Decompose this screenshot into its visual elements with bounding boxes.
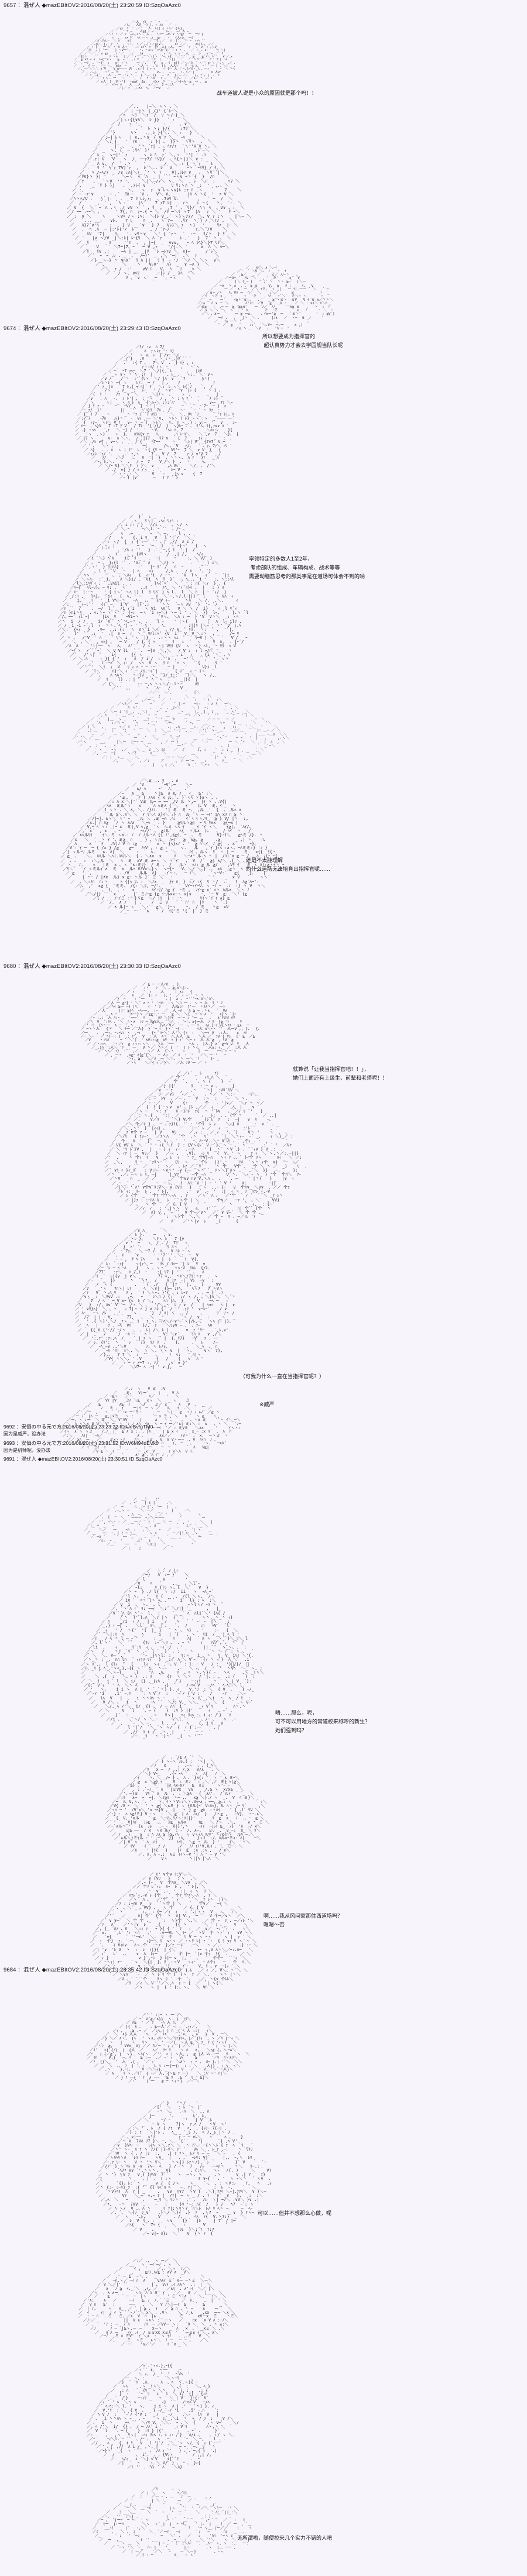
- ascii-art-block: ／ ＿ﾐ ﾐ' ／ 、ｰ` | ﾐ | .＼ ／ ─ ﾊ |ｰ |´. 'ー |…: [84, 1497, 217, 1551]
- dialogue-text: 可以……但并不想那么心做，呢: [258, 2209, 331, 2218]
- dialogue-text: ※威严: [259, 1400, 275, 1409]
- ascii-art-block: ／ } '丶/ ' ／{' ＼ : ﾚ ´ヽ |´ ／ ─丶 ＼、 .ｰﾊ ＼ …: [95, 2100, 272, 2236]
- reply-body: 因为是威严，没办法: [4, 1431, 46, 1437]
- ascii-art-block: ／ ／ｨ´ _ ﾚ ｧﾘ ／ 个`ﾞ ｨﾊ,ﾊ ＼ ` ／ 个 `. ´、ヽ {…: [104, 1070, 307, 1224]
- dialogue-text: （可我为什么一直在当指挥官呢？）: [240, 1372, 324, 1381]
- ascii-art-block: ／＼ミ ,. ﾘ 、∧ ／ 'V `ｰV`,─ ＼ｰ ／ ∧/ ﾍ ｰ' ﾉ、 …: [60, 778, 285, 913]
- ascii-art-block: ／ 、´/≧ ∧ ´' ＼ ／ } ヽ─ヽ´ル,{ : 'ヽ| ＼ ／/ x 、…: [105, 1755, 269, 1861]
- post-header: 9684 ：混ぜ人 ◆mazEBItOV2:2016/08/20(土) 23:3…: [4, 1967, 181, 1973]
- dialogue-line: （可我为什么一直在当指挥官呢？）: [240, 1373, 325, 1379]
- reply-header: 9691 ：混ぜ人 ◆mazEBItOV2:2016/08/20(土) 23:3…: [4, 1456, 163, 1462]
- dialogue-text: 就算说「让我当指挥官吧！！」， 她们上面还有上级生、前辈和老师呢！！: [293, 1065, 388, 1083]
- dialogue-line: 嗯嗯～否: [264, 1922, 285, 1928]
- ascii-art-block: ／ｰ人_ ｧV .ヽ ′ ｧ ′ ／ﾊ. 人V ′ｰ} |、ヽ ﾊﾊ ／ : ／…: [74, 20, 236, 90]
- ascii-art-block: ／∨ ﾊ ｀＼ ｀ ／ ﾚ }.｀ ─ , ∨. ／_丶ﾚ }、 ＼ﾘヽ ﾚ 7…: [75, 1228, 236, 1370]
- dialogue-line: 超认真势力才会去学园舰当队长呢: [262, 342, 343, 348]
- ascii-art-block: ／ | :ﾟ / |ｨ ／─} ﾊﾟ :─ }` ＼ ／ l V ' ／V ﾍ …: [81, 1568, 264, 1739]
- dialogue-line: 为什么道场无法培育出指挥官呢……: [246, 866, 331, 872]
- post-header: 9657 ：混ぜ人 ◆mazEBItOV2:2016/08/20(土) 23:2…: [4, 2, 181, 9]
- dialogue-text: 率领特定的多数人1至2年， 考虑部队的组成、车辆构成、战术等等需要动脑筋思考的那…: [249, 555, 365, 581]
- reply-body: 因为是机师呢，没办法: [4, 1448, 50, 1453]
- dialogue-text: 啊……我从风间家那住西道场吗？ 嗯嗯～否: [264, 1912, 343, 1929]
- dialogue-line: 唔……那么，呢，: [275, 1710, 318, 1716]
- dialogue-line: 啊……我从风间家那住西道场吗？: [264, 1913, 343, 1919]
- ascii-art-block: ／ﾘ/ :∨ ﾊ 7/ ／.. ﾊ ｧヽﾚｧ_': ﾊ} ／,' ヽ ∨ ﾚ }…: [74, 345, 239, 480]
- reply-header: 9693 ：安価の中る元で方:2016/08/20(土) 23:31:52 ID…: [4, 1440, 159, 1446]
- ascii-art-block: ／ xｲ＼ ∧ ＼─ｲ ／' ` ＼V ＼、 : _ 丶 ｲ ／ ` ≧／ _,…: [197, 266, 335, 331]
- ascii-art-block: ／ﾍ´.'ヽﾍ.},ｰ{{ ／ヽ ﾞ´ i、 丶── ,ｰ ／ ＼ ｨ、 / '…: [87, 2364, 239, 2470]
- ascii-art-block: ／ﾊ . 、 ／ | ＼_ ヽ ｰ／ﾐﾐ ／ : ／ー ｰ , ＿ ﾐ ー . …: [92, 2486, 252, 2558]
- ascii-art-block: ／' ` :|─ 丶 一 ｧ＼ ／ ｰ` V´≧／∧}} ヽ. } ｧﾘ＼ ／`…: [87, 2012, 249, 2084]
- ascii-art-block: ／:／ ., ヽ ー／ ＼ ／__ ヽ ─ｲ`─ﾉ . ヽ ＼ ／ ｲ , ` …: [78, 2258, 238, 2347]
- reply-header: 9692 ：安価の中る元で方:2016/08/20(土) 23:23:22 ID…: [4, 1424, 153, 1430]
- dialogue-line: 所以想要成为指挥官的: [262, 334, 316, 339]
- dialogue-text: 无所谓啦，随便拉来几个实力不错的人吧: [237, 2534, 332, 2543]
- dialogue-line: 就算说「让我当指挥官吧！！」，: [293, 1066, 369, 1072]
- dialogue-line: 她们强到吗？: [275, 1727, 307, 1733]
- post-header: 9674 ：混ぜ人 ◆mazEBItOV2:2016/08/20(土) 23:2…: [4, 325, 181, 332]
- dialogue-line: 无所谓啦，随便拉来几个实力不错的人吧: [237, 2535, 333, 2541]
- ascii-art-block: ／ } ﾞ : _ , ／ ,ヽ ﾘヽ| .ﾍｨ ﾘｨﾍ : ／、i ｨ: /ﾞ…: [57, 514, 249, 691]
- dialogue-line: 可不可以用地方的常道校来称呼的新生？: [275, 1719, 371, 1725]
- ascii-art-block: ／.ﾉ ヽ V ミ :V ／ _ミ、 V|ー` | V ﾊ ／ ─≧丶 ／ー ﾊ…: [60, 1386, 241, 1458]
- dialogue-text: 所以想要成为指挥官的 超认真势力才会去学园舰当队长呢: [262, 332, 343, 350]
- dialogue-line: 需要动脑筋思考的那类事是在道场可体会不到的呐: [249, 573, 365, 579]
- dialogue-text: 战车道被人说是小众的原因就是那个吗！！: [217, 89, 317, 98]
- ascii-art-block: ／,. |─＼ ヽ丶 、＼ ／ | ─|丶 |_/}' {`ﾚ─＼ ／ﾍ ヽﾘ …: [67, 104, 251, 280]
- ascii-art-block: ／／ー ｰ／、 ´ |＼ ／ ＿ ﾐ ＼ 、 :＼ ／, ,／ー 、 ／ ' '…: [72, 690, 290, 767]
- post-header: 9680 ：混ぜ人 ◆mazEBItOV2:2016/08/20(土) 23:3…: [4, 963, 181, 970]
- dialogue-line: 可以……但并不想那么心做，呢: [258, 2210, 332, 2216]
- dialogue-text: 唔……那么，呢， 可不可以用地方的常道校来称呼的新生？ 她们强到吗？: [275, 1709, 370, 1735]
- ascii-art-block: ／ ﾊ' ∨个∨ ﾘ:V＼ｰ＼ ／ ∨ {Vﾘ } :ﾞヽ ,＼ ／,ｰ {ｰ …: [90, 1872, 258, 1990]
- dialogue-line: 战车道被人说是小众的原因就是那个吗！！: [217, 90, 317, 96]
- ascii-art-block: ／ ≧ ─ 一人ｨV . } ／ :ヽ ｧ ＼ , ≧,∧＼|:、 ／ ｨ ` …: [80, 983, 262, 1065]
- dialogue-line: 率领特定的多数人1至2年，: [249, 556, 313, 562]
- dialogue-text: 还是不太能理解为什么道场无法培育出指挥官呢……: [246, 856, 330, 874]
- dialogue-line: ※威严: [259, 1402, 275, 1407]
- dialogue-line: 考虑部队的组成、车辆构成、战术等等: [249, 565, 340, 571]
- dialogue-line: 还是不太能理解: [246, 857, 283, 863]
- dialogue-line: 她们上面还有上级生、前辈和老师呢！！: [293, 1075, 388, 1081]
